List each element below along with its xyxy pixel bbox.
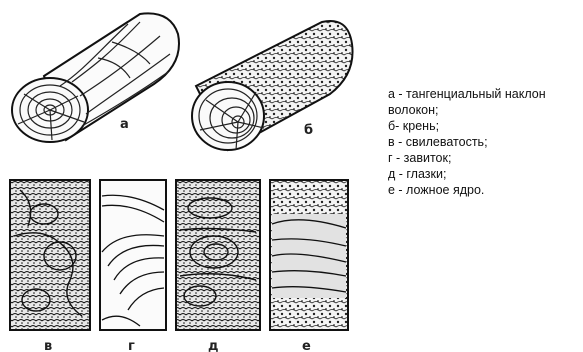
panel-v-illustration: в xyxy=(10,180,90,352)
legend-item: в - свилеватость; xyxy=(388,134,583,150)
label-e: е xyxy=(302,339,311,352)
panel-d-illustration: д xyxy=(176,180,260,352)
legend-item: б- крень; xyxy=(388,118,583,134)
legend-item: а - тангенциальный наклон xyxy=(388,86,583,102)
legend-item: волокон; xyxy=(388,102,583,118)
legend-item: е - ложное ядро. xyxy=(388,182,583,198)
label-g: г xyxy=(128,339,135,352)
legend-item: д - глазки; xyxy=(388,166,583,182)
label-b: б xyxy=(304,123,313,138)
defects-legend: а - тангенциальный наклон волокон; б- кр… xyxy=(388,86,583,198)
label-d: д xyxy=(208,339,219,352)
legend-item: г - завиток; xyxy=(388,150,583,166)
log-a-illustration: а xyxy=(12,13,179,142)
panel-e-illustration: е xyxy=(270,180,348,352)
panel-g-illustration: г xyxy=(100,180,166,352)
label-a: а xyxy=(120,117,129,132)
log-b-illustration: б xyxy=(192,21,353,150)
label-v: в xyxy=(44,339,52,352)
